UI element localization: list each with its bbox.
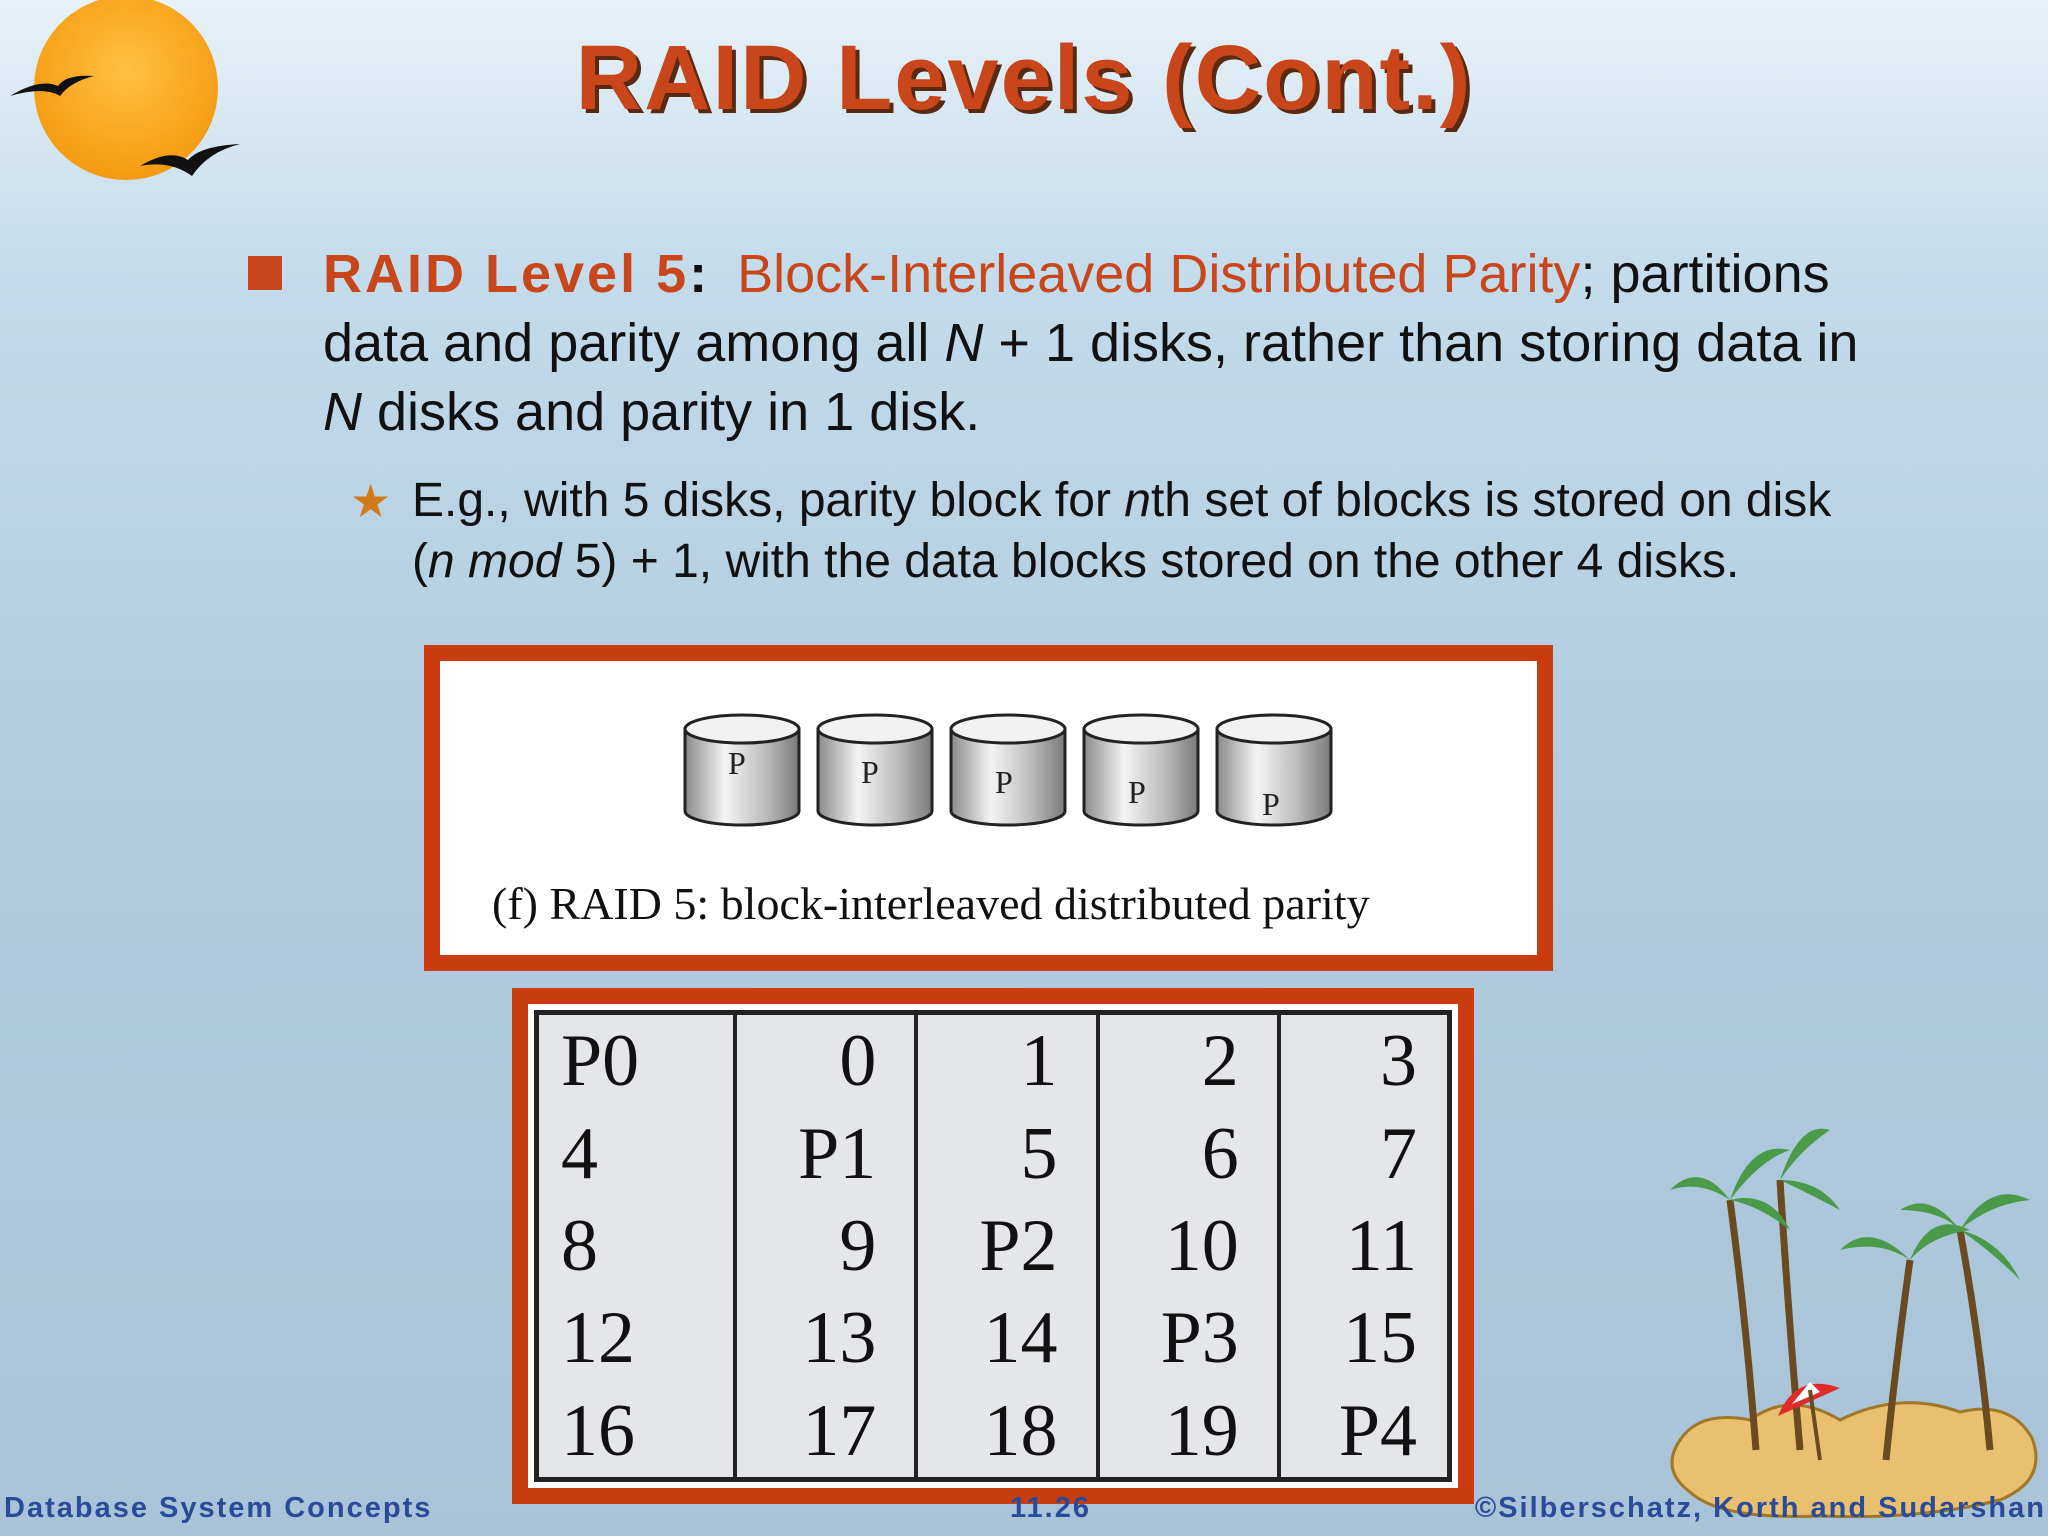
block-cell: 19 (1095, 1384, 1281, 1480)
block-cell: 7 (1276, 1107, 1452, 1200)
raid5-disk-figure: P P P P P (f) RAID 5: block-interleaved … (424, 645, 1553, 971)
block-cell: 13 (733, 1292, 919, 1385)
block-cell: 18 (914, 1384, 1100, 1480)
bullet-text-part3: disks and parity in 1 disk. (362, 382, 981, 442)
variable-n: N (323, 382, 362, 442)
disk-parity-label: P (1262, 786, 1280, 822)
block-cell: P0 (534, 1012, 738, 1108)
sub-text-part2: th set of blocks is stored on disk ( (412, 474, 1832, 588)
block-cell: P2 (914, 1199, 1100, 1293)
main-bullet-text: RAID Level 5: Block-Interleaved Distribu… (323, 240, 1883, 447)
block-cell: 17 (733, 1384, 919, 1480)
slide-title: RAID Levels (Cont.) (575, 27, 1473, 129)
figure-caption: (f) RAID 5: block-interleaved distribute… (492, 878, 1370, 929)
square-bullet-icon (248, 256, 282, 290)
block-cell: 9 (733, 1199, 919, 1293)
disk-parity-label: P (1128, 774, 1146, 810)
block-cell: 0 (733, 1012, 919, 1108)
sub-text-part3: 5) + 1, with the data blocks stored on t… (561, 535, 1740, 588)
block-cell: 1 (914, 1012, 1100, 1108)
variable-n: n (1124, 474, 1151, 527)
block-cell: 8 (534, 1199, 738, 1293)
footer-page-number: 11.26 (1010, 1492, 1091, 1524)
disk-icon: P (1082, 713, 1200, 827)
sun-with-birds-icon (10, 0, 240, 180)
block-cell: P3 (1095, 1292, 1281, 1385)
raid-level-label: RAID Level 5 (323, 244, 690, 304)
block-cell: 6 (1095, 1107, 1281, 1200)
sub-text-part1: E.g., with 5 disks, parity block for (412, 474, 1125, 527)
variable-n: N (944, 313, 984, 373)
palm-island-icon (1670, 1128, 2038, 1519)
block-cell: 14 (914, 1292, 1100, 1385)
disk-icon: P (683, 713, 801, 827)
footer-book-title: Database System Concepts (4, 1492, 433, 1524)
block-cell: P1 (733, 1107, 919, 1200)
star-icon: ★ (350, 475, 392, 527)
disk-array: P P P P P (683, 713, 1333, 827)
n-mod-expression: n mod (427, 535, 562, 588)
disk-parity-label: P (728, 745, 746, 781)
block-cell: 4 (534, 1107, 738, 1200)
block-cell: 16 (534, 1384, 738, 1480)
disk-icon: P (1215, 713, 1333, 827)
block-cell: P4 (1276, 1384, 1452, 1480)
semicolon: ; (1580, 244, 1596, 304)
block-cell: 2 (1095, 1012, 1281, 1108)
disk-icon: P (949, 713, 1067, 827)
disk-icon: P (816, 713, 934, 827)
block-cell: 5 (914, 1107, 1100, 1200)
raid-level-colon: : (689, 244, 708, 304)
block-cell: 3 (1276, 1012, 1452, 1108)
block-cell: 10 (1095, 1199, 1281, 1293)
block-cell: 15 (1276, 1292, 1452, 1385)
disk-parity-label: P (995, 764, 1013, 800)
footer-copyright: ©Silberschatz, Korth and Sudarshan (1474, 1492, 2046, 1524)
block-cell: 11 (1276, 1199, 1452, 1293)
disk-parity-label: P (861, 754, 879, 790)
raid-level-description: Block-Interleaved Distributed Parity (737, 244, 1581, 304)
block-cell: 12 (534, 1292, 738, 1385)
sub-bullet-text: E.g., with 5 disks, parity block for nth… (412, 470, 1872, 592)
bullet-text-part2: + 1 disks, rather than storing data in (983, 313, 1859, 373)
bullet-text-part1: partitions data and parity among all (323, 244, 1830, 373)
